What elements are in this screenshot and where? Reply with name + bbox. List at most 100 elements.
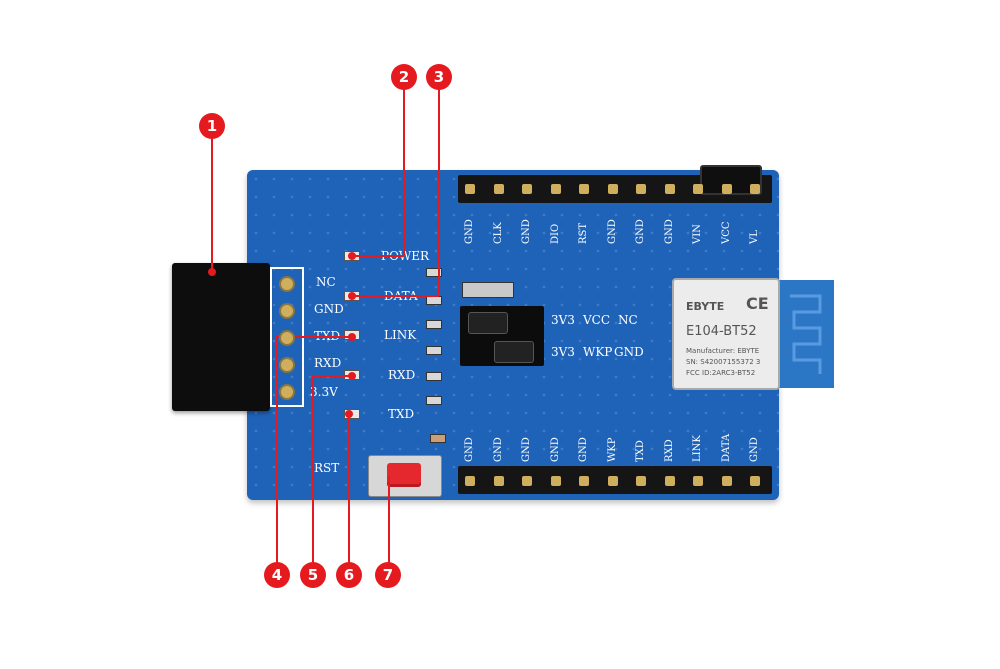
uart-pin [279, 384, 295, 400]
pin-label-3v3: 3.3V [310, 385, 338, 399]
header-pin [493, 184, 504, 194]
bottom-header-label: LINK [692, 435, 703, 462]
pcb-antenna [778, 280, 834, 388]
module-fcc: FCC ID:2ARC3-BT52 [686, 369, 756, 377]
resistor [426, 396, 442, 405]
top-header-label: RST [578, 222, 589, 244]
top-header-label: GND [663, 219, 675, 244]
callout-4: 4 [264, 562, 290, 588]
module-sn: SN: S42007155372 3 [686, 358, 761, 366]
top-header-label: GND [606, 219, 618, 244]
header-pin [607, 476, 618, 486]
header-pin [550, 476, 561, 486]
callout-line-2h [352, 255, 404, 257]
bottom-header-label: GND [464, 437, 475, 462]
top-header-label: VL [749, 230, 760, 244]
top-header-label: GND [521, 219, 532, 244]
callout-dot-5 [348, 372, 356, 380]
header-pin [522, 184, 532, 194]
pin-label-rxd: RXD [314, 356, 342, 370]
callout-line-3h [352, 295, 439, 297]
top-header-label: VCC [720, 221, 732, 244]
header-pin [721, 476, 732, 486]
resistor [426, 346, 442, 355]
top-header-label: GND [464, 219, 475, 244]
resistor [426, 296, 442, 305]
resistor [426, 372, 442, 381]
callout-line-4 [276, 336, 278, 566]
resistor [426, 268, 442, 277]
bottom-header-label: GND [578, 437, 589, 462]
callout-1: 1 [199, 113, 225, 139]
header-pin [750, 476, 760, 486]
header-pin [465, 184, 475, 194]
header-pin [522, 476, 532, 486]
callout-2: 2 [391, 64, 417, 90]
jumper-cap-2 [494, 341, 534, 363]
header-pin [636, 184, 646, 194]
antenna-trace [790, 294, 822, 374]
uart-pin [279, 303, 295, 319]
led-label-txd: TXD [388, 407, 415, 421]
callout-dot-6 [345, 410, 353, 418]
jumper-label-wkp: WKP [583, 345, 613, 359]
callout-line-7 [388, 476, 390, 566]
bottom-header-label: TXD [635, 440, 646, 462]
top-header-label: CLK [492, 222, 504, 244]
header-pin [721, 184, 732, 194]
resistor [426, 320, 442, 329]
uart-pin [279, 276, 295, 292]
top-header-label: GND [635, 219, 646, 244]
bottom-header-label: WKP [606, 437, 618, 462]
ebyte-module: EBYTE CE E104-BT52 Manufacturer: EBYTE S… [672, 278, 780, 390]
callout-dot-3 [348, 292, 356, 300]
header-pin [493, 476, 504, 486]
header-pin [693, 184, 703, 194]
module-brand: EBYTE [686, 300, 725, 313]
callout-line-4h [276, 336, 352, 338]
top-header-label: VIN [692, 224, 703, 244]
capacitor [430, 434, 446, 443]
callout-line-1 [211, 137, 213, 272]
bottom-header-label: GND [549, 437, 561, 462]
bottom-header-label: GND [749, 437, 760, 462]
module-manufacturer: Manufacturer: EBYTE [686, 347, 760, 355]
header-pin [607, 184, 618, 194]
callout-3: 3 [426, 64, 452, 90]
led-label-power: POWER [381, 249, 430, 263]
header-pin [636, 476, 646, 486]
top-header-label: DIO [549, 223, 561, 244]
pin-label-gnd: GND [314, 302, 344, 316]
jumper-label-3v3-a: 3V3 [551, 313, 575, 327]
callout-line-3 [438, 88, 440, 296]
uart-pin [279, 330, 295, 346]
callout-line-2 [403, 88, 405, 256]
callout-dot-4 [348, 333, 356, 341]
jumper-label-3v3-b: 3V3 [551, 345, 575, 359]
usb-connector [172, 263, 270, 411]
jumper-label-vcc: VCC [583, 313, 611, 327]
header-pin [465, 476, 475, 486]
pin-label-nc: NC [316, 275, 336, 289]
jumper-label-nc: NC [618, 313, 638, 327]
bottom-header-label: RXD [663, 439, 675, 462]
header-pin [750, 184, 760, 194]
callout-7: 7 [375, 562, 401, 588]
jumper-label-gnd: GND [614, 345, 644, 359]
callout-6: 6 [336, 562, 362, 588]
callout-dot-2 [348, 252, 356, 260]
header-pin [693, 476, 703, 486]
rst-label: RST [314, 461, 340, 475]
bottom-header-label: DATA [720, 433, 732, 462]
header-pin [550, 184, 561, 194]
led-label-rxd: RXD [388, 368, 416, 382]
reset-button[interactable] [387, 463, 421, 487]
led-label-link: LINK [384, 328, 417, 342]
callout-line-5h [312, 375, 352, 377]
callout-line-5 [312, 375, 314, 567]
callout-5: 5 [300, 562, 326, 588]
resistor-array [462, 282, 514, 298]
module-model: E104-BT52 [686, 324, 757, 339]
bottom-header-label: GND [521, 437, 532, 462]
